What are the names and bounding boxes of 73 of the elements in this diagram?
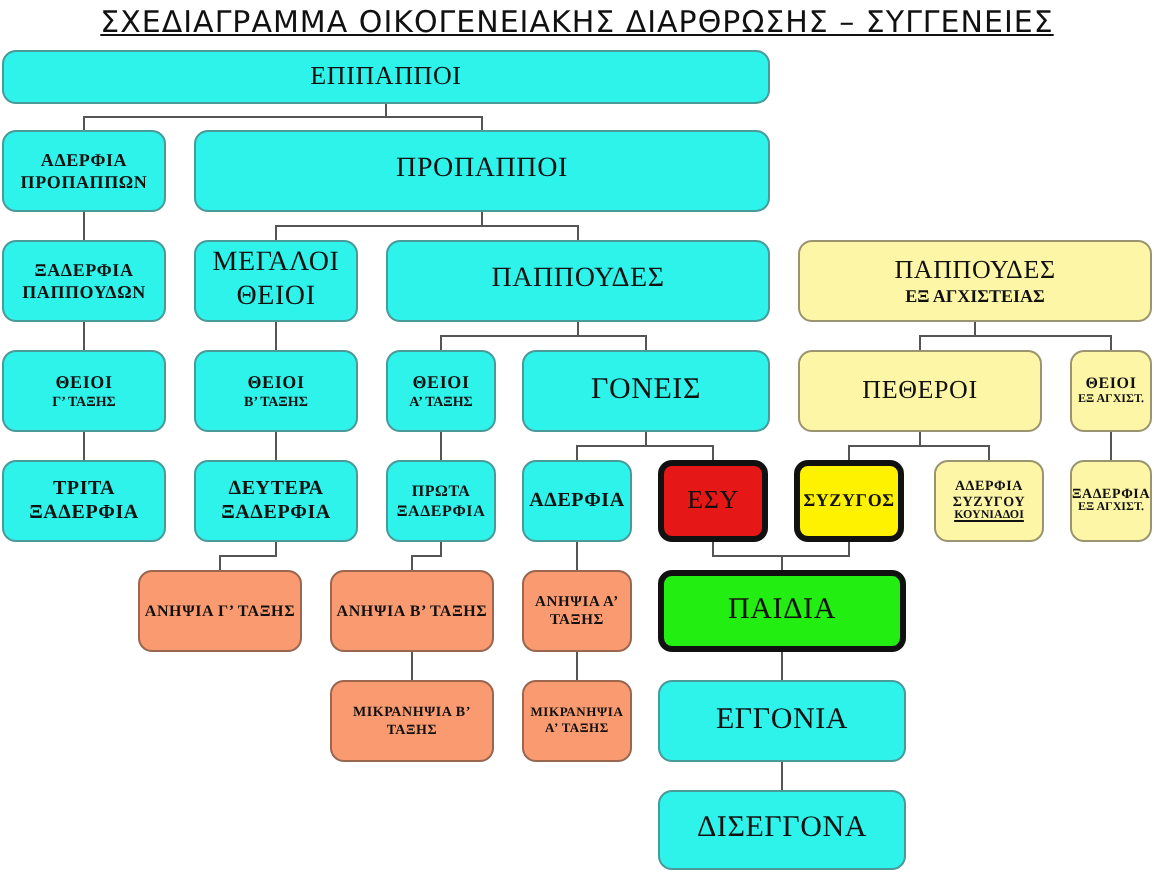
relation-label: ΣΥΖΥΓΟΣ xyxy=(803,490,895,512)
relation-label: ΠΑΠΠΟΥΔΕΣ xyxy=(491,264,665,298)
connector-line xyxy=(781,761,783,791)
relative-box xyxy=(138,570,302,652)
relation-label: ΘΕΙΟΙ xyxy=(247,372,305,394)
relation-label: ΠΕΘΕΡΟΙ xyxy=(862,376,978,406)
relation-label: ΑΝΗΨΙΑ Γ’ ΤΑΞΗΣ xyxy=(144,601,296,621)
relation-note: ΕΞ ΑΓΧΙΣΤΕΙΑΣ xyxy=(905,285,1045,307)
relative-box xyxy=(658,790,906,870)
relation-label: ΔΕΥΤΕΡΑ ΞΑΔΕΡΦΙΑ xyxy=(219,478,333,524)
relation-label: ΤΡΙΤΑ ΞΑΔΕΡΦΙΑ xyxy=(27,478,141,524)
connector-line xyxy=(576,651,578,681)
relative-box xyxy=(794,460,904,542)
relation-label: ΕΣΥ xyxy=(687,486,739,516)
connector-line xyxy=(577,321,647,351)
relative-box xyxy=(330,680,494,762)
relative-box xyxy=(2,50,770,104)
relative-box xyxy=(1070,350,1152,432)
connector-line xyxy=(275,431,277,461)
connector-line xyxy=(83,211,85,241)
relation-label: ΕΠΙΠΑΠΠΟΙ xyxy=(310,62,462,92)
relation-label: ΓΟΝΕΙΣ xyxy=(590,373,702,409)
connector-line xyxy=(411,651,413,681)
relative-box xyxy=(2,240,166,322)
relation-label: ΑΔΕΡΦΙΑ ΠΡΟΠΑΠΠΩΝ xyxy=(18,150,150,192)
relation-label: ΕΓΓΟΝΙΑ xyxy=(715,703,849,739)
connector-line xyxy=(576,541,578,571)
relative-box xyxy=(330,570,494,652)
relative-box xyxy=(658,570,906,652)
relation-label: ΠΑΠΠΟΥΔΕΣ xyxy=(894,255,1056,286)
relation-label: ΠΡΩΤΑ ΞΑΔΕΡΦΙΑ xyxy=(394,482,488,520)
relative-box xyxy=(522,350,770,432)
relation-label: ΜΕΓΑΛΟΙ ΘΕΙΟΙ xyxy=(210,248,342,314)
diagram-title: ΣΧΕΔΙΑΓΡΑΜΜΑ ΟΙΚΟΓΕΝΕΙΑΚΗΣ ΔΙΑΡΘΡΩΣΗΣ – ΣΥΓΓΕΝΕΙΕΣ xyxy=(98,4,1056,40)
connector-line xyxy=(440,431,442,461)
relative-box xyxy=(386,460,496,542)
relation-label: ΠΡΟΠΑΠΠΟΙ xyxy=(396,154,568,188)
connector-line xyxy=(781,651,783,681)
connector-line xyxy=(83,321,85,351)
connector-line xyxy=(219,541,277,571)
relation-label: ΠΑΙΔΙΑ xyxy=(728,593,836,629)
connector-line xyxy=(919,431,990,461)
connector-line xyxy=(385,103,483,131)
relative-box xyxy=(658,680,906,762)
relative-box xyxy=(194,350,358,432)
relation-label: ΑΔΕΡΦΙΑ xyxy=(529,489,625,513)
connector-line xyxy=(411,541,442,571)
relative-box xyxy=(2,350,166,432)
connector-line xyxy=(275,321,277,351)
relative-box xyxy=(194,240,358,322)
relation-label: ΞΑΔΕΡΦΙΑ ΠΑΠΠΟΥΔΩΝ xyxy=(20,260,148,302)
relative-box xyxy=(522,680,632,762)
relative-box xyxy=(522,570,632,652)
relative-box xyxy=(386,350,496,432)
connector-line xyxy=(781,541,850,571)
connector-line xyxy=(83,431,85,461)
connector-line xyxy=(1110,431,1112,461)
relative-box xyxy=(194,460,358,542)
relation-label: ΔΙΣΕΓΓΟΝΑ xyxy=(696,812,868,848)
relation-label: ΑΝΗΨΙΑ Β’ ΤΑΞΗΣ xyxy=(336,601,488,621)
relative-box xyxy=(798,350,1042,432)
relative-box xyxy=(386,240,770,322)
relation-label: ΘΕΙΟΙ xyxy=(1085,374,1137,394)
relative-box xyxy=(798,240,1152,322)
relative-box xyxy=(522,460,632,542)
relative-box xyxy=(194,130,770,212)
relation-label: ΘΕΙΟΙ xyxy=(412,372,470,394)
relation-label: ΘΕΙΟΙ xyxy=(55,372,113,394)
relative-box xyxy=(2,460,166,542)
relative-box xyxy=(934,460,1044,542)
relative-box xyxy=(1070,460,1152,542)
relative-box xyxy=(2,130,166,212)
relative-box xyxy=(658,460,768,542)
